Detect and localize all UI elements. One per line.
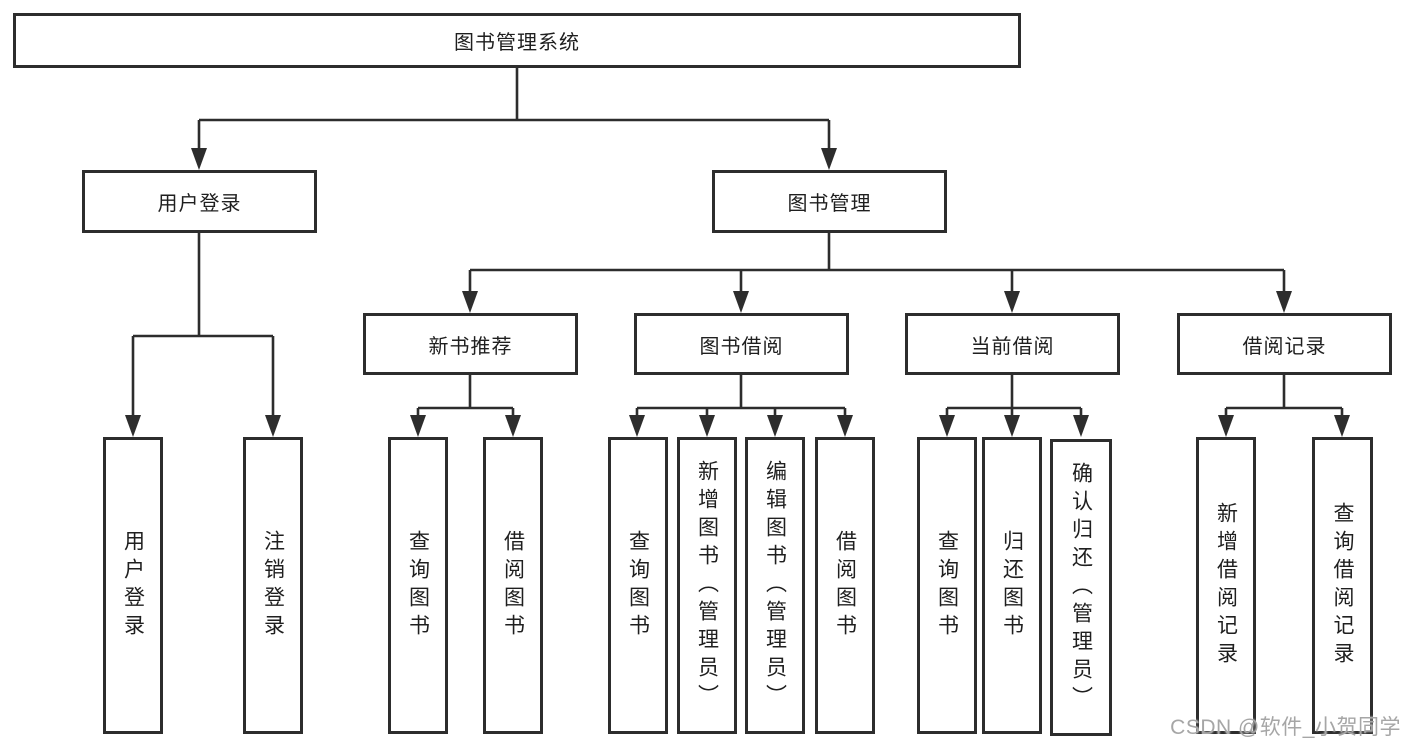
node-user-login: 用户登录 — [82, 170, 317, 233]
node-user-login-leaf: 用户登录 — [103, 437, 163, 734]
node-borrowing-records: 借阅记录 — [1177, 313, 1392, 375]
node-library-management-system: 图书管理系统 — [13, 13, 1021, 68]
node-bb-edit-books-admin: 编辑图书（管理员） — [745, 437, 805, 734]
node-cb-return-books: 归还图书 — [982, 437, 1042, 734]
node-bb-query-books: 查询图书 — [608, 437, 668, 734]
node-br-add-record: 新增借阅记录 — [1196, 437, 1256, 734]
node-nbr-borrow-books: 借阅图书 — [483, 437, 543, 734]
node-bb-add-books-admin: 新增图书（管理员） — [677, 437, 737, 734]
node-logout: 注销登录 — [243, 437, 303, 734]
node-cb-confirm-return-admin: 确认归还（管理员） — [1050, 439, 1112, 736]
node-new-book-recommendation: 新书推荐 — [363, 313, 578, 375]
node-cb-query-books: 查询图书 — [917, 437, 977, 734]
node-current-borrowing: 当前借阅 — [905, 313, 1120, 375]
node-book-management: 图书管理 — [712, 170, 947, 233]
node-br-query-record: 查询借阅记录 — [1312, 437, 1373, 734]
node-bb-borrow-books: 借阅图书 — [815, 437, 875, 734]
node-book-borrowing: 图书借阅 — [634, 313, 849, 375]
watermark: CSDN @软件_小贺同学 — [1170, 716, 1401, 739]
node-nbr-query-books: 查询图书 — [388, 437, 448, 734]
